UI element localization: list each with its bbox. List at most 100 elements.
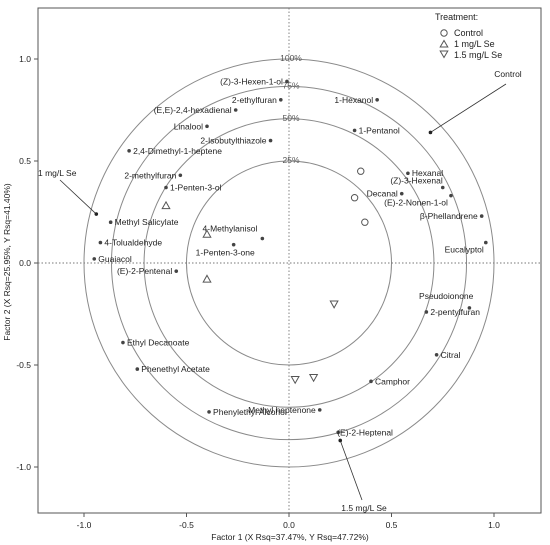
loading-label: 4-Tolualdehyde: [104, 238, 162, 248]
loading-point-2-isobutylthiazole: [268, 138, 273, 143]
loading-point-z-3-hexenal: [440, 185, 445, 190]
callout-line: [430, 83, 507, 133]
legend-symbol-1-5mg: [439, 50, 449, 59]
x-axis-label: Factor 1 (X Rsq=37.47%, Y Rsq=47.72%): [211, 532, 369, 542]
callout-line: [339, 440, 363, 501]
loading-label: 2-pentylfuran: [430, 307, 480, 317]
treatment-centroid-label: 1 mg/L Se: [38, 168, 77, 178]
loading-label: 1-Hexanol: [334, 95, 373, 105]
variable-loadings: (Z)-3-Hexen-1-ol2-ethylfuran(E,E)-2,4-he…: [92, 76, 488, 437]
x-tick-label: 1.0: [488, 520, 500, 530]
loading-label: Eucalyptol: [445, 245, 484, 255]
axis-ticks: -1.0 -0.5 0.0 0.5 1.0 -1.0 -0.5 0.0 0.5 1.0: [16, 54, 500, 530]
loading-label: (E)-2-Nonen-1-ol: [384, 198, 448, 208]
y-tick-label: 0.5: [19, 156, 31, 166]
loading-label: β-Phellandrene: [420, 211, 478, 221]
loading-label: 4-Methylanisol: [203, 224, 258, 234]
loading-point-e-2-pentenal: [174, 269, 179, 273]
circle-label: 75%: [282, 80, 299, 90]
loading-label: Ethyl Decanoate: [127, 338, 190, 348]
loading-label: (Z)-3-Hexen-1-ol: [220, 76, 283, 86]
loading-point-1-hexanol: [375, 98, 379, 102]
loading-point-phenylethyl-alcohol: [207, 410, 211, 414]
loading-label: Linalool: [174, 121, 203, 131]
loading-point-citral: [434, 353, 439, 357]
loading-label: Phenylethyl Alcohol: [213, 407, 287, 417]
x-tick-label: -1.0: [77, 520, 92, 530]
loading-label: (E)-2-Pentenal: [117, 266, 172, 276]
loading-point-1-pentanol: [352, 128, 357, 133]
y-tick-label: 0.0: [19, 258, 31, 268]
loading-label: 2,4-Dimethyl-1-heptene: [133, 146, 222, 156]
loading-point-methyl-heptenone: [317, 408, 322, 412]
loading-label: 1-Pentanol: [359, 125, 400, 135]
treatment-arrows: Control 1 mg/L Se 1.5 mg/L Se: [38, 69, 522, 513]
treatment-points: [161, 167, 369, 385]
treatment-point-1-5-mg-l-se: [308, 373, 319, 383]
callout-line: [59, 179, 97, 215]
loading-point-1-penten-3-one: [231, 242, 236, 247]
loading-label: Decanal: [367, 189, 398, 199]
x-tick-label: -0.5: [179, 520, 194, 530]
legend-symbol-1mg: [439, 39, 449, 48]
loading-label: (E)-2-Heptenal: [337, 427, 393, 437]
treatment-point-1-mg-l-se: [161, 200, 171, 210]
y-tick-label: -1.0: [16, 462, 31, 472]
loading-point-phellandrene: [479, 214, 484, 218]
loading-label: Guaiacol: [98, 254, 132, 264]
legend-symbol-control: [440, 29, 448, 37]
loading-label: Methyl Salicylate: [115, 217, 179, 227]
loading-point-z-3-hexen-1-ol: [285, 79, 289, 84]
treatment-point-1-mg-l-se: [202, 229, 212, 238]
x-tick-label: 0.0: [283, 520, 295, 530]
reference-lines: [38, 8, 541, 513]
treatment-point-control: [361, 218, 369, 226]
loading-label: Phenethyl Acetate: [141, 364, 210, 374]
circle-label: 100%: [280, 53, 302, 63]
loading-point-e-2-heptenal: [336, 430, 341, 435]
loading-label: 2-methylfuran: [124, 170, 176, 180]
plot-frame: [37, 7, 542, 514]
treatment-point-1-5-mg-l-se: [290, 375, 300, 385]
legend-title: Treatment:: [435, 12, 478, 22]
x-tick-label: 0.5: [386, 520, 398, 530]
y-tick-label: 1.0: [19, 54, 31, 64]
loading-point-decanal: [399, 191, 404, 196]
loading-point-1-penten-3-ol: [164, 185, 168, 190]
treatment-point-1-mg-l-se: [202, 274, 212, 283]
treatment-centroid-label: 1.5 mg/L Se: [341, 503, 387, 513]
y-tick-label: -0.5: [16, 360, 31, 370]
loading-label: 2-ethylfuran: [232, 95, 277, 105]
legend: Treatment: Control 1 mg/L Se 1.5 mg/L Se: [435, 12, 502, 60]
legend-label-1-5mg: 1.5 mg/L Se: [454, 50, 502, 60]
treatment-point-1-5-mg-l-se: [329, 300, 339, 309]
loading-label: Pseudoionone: [419, 291, 474, 301]
loading-point-camphor: [369, 379, 373, 384]
loading-point-4-methylanisol: [260, 236, 265, 241]
loading-label: Citral: [441, 350, 461, 360]
legend-label-control: Control: [454, 28, 483, 38]
loading-point-ethyl-decanoate: [121, 340, 125, 345]
loading-point-eucalyptol: [484, 240, 488, 245]
circle-label: 25%: [282, 155, 299, 165]
loading-label: 2-Isobutylthiazole: [200, 136, 266, 146]
loading-point-linalool: [205, 124, 209, 129]
loading-point-2-ethylfuran: [279, 98, 283, 102]
legend-label-1mg: 1 mg/L Se: [454, 39, 495, 49]
loading-point-pseudoionone: [467, 306, 472, 310]
loading-point-e-2-nonen-1-ol: [449, 193, 453, 198]
loading-label: (Z)-3-Hexenal: [390, 176, 443, 186]
loading-point-2-4-dimethyl-1-heptene: [127, 149, 131, 153]
y-axis-label: Factor 2 (X Rsq=25.95%, Y Rsq=41.40%): [2, 183, 12, 341]
treatment-point-control: [350, 194, 359, 202]
treatment-centroid-label: Control: [494, 69, 522, 79]
loading-label: Hexanal: [412, 168, 443, 178]
loading-point-phenethyl-acetate: [135, 367, 140, 371]
loading-point-e-e-2-4-hexadienal: [233, 108, 238, 112]
loading-label: Methyl heptenone: [248, 405, 316, 415]
loading-label: 1-Penten-3-ol: [170, 183, 222, 193]
treatment-centroid-1-5-mg-l-se: [338, 438, 343, 443]
loading-point-2-pentylfuran: [424, 310, 429, 314]
loading-label: 1-Penten-3-one: [196, 248, 255, 258]
